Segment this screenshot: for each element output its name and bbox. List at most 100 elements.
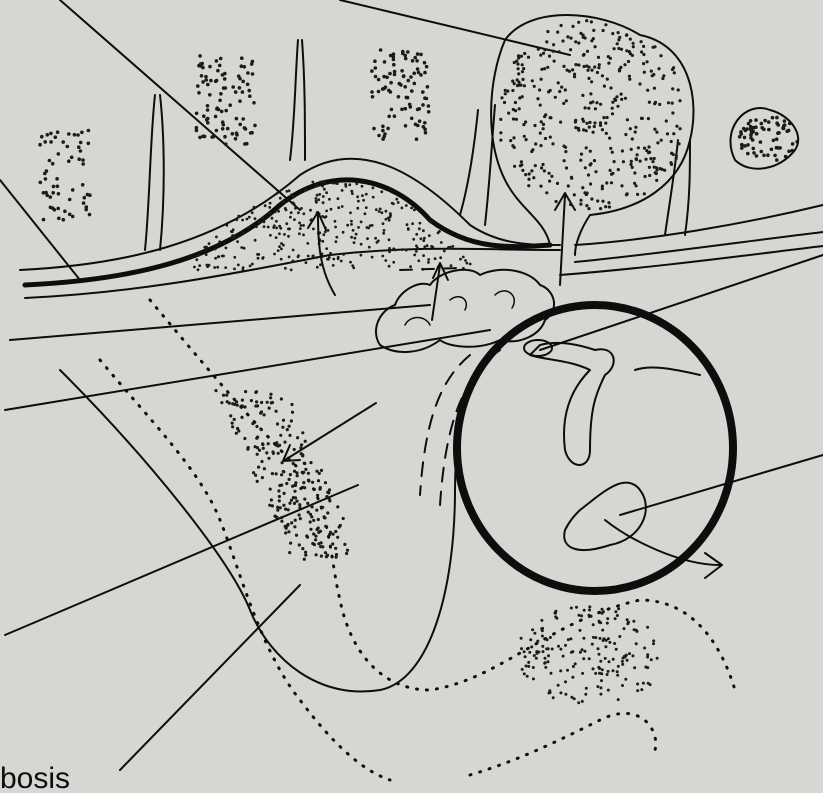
- stipple-dot: [755, 132, 759, 136]
- stipple-dot: [443, 250, 446, 253]
- stipple-dot: [529, 638, 532, 641]
- stipple-dot: [208, 242, 211, 245]
- stipple-dot: [578, 614, 581, 617]
- stipple-dot: [656, 141, 659, 144]
- stipple-dot: [541, 635, 544, 638]
- stipple-dot: [413, 82, 417, 86]
- stipple-dot: [646, 656, 649, 659]
- stipple-dot: [624, 133, 627, 136]
- stipple-dot: [79, 141, 83, 145]
- stipple-dot: [660, 139, 663, 142]
- stipple-dot: [348, 183, 351, 186]
- stipple-dot: [251, 422, 254, 425]
- stipple-dot: [416, 67, 420, 71]
- stipple-dot: [560, 86, 563, 89]
- stipple-dot: [294, 207, 297, 210]
- stipple-dot: [262, 256, 265, 259]
- stipple-dot: [633, 628, 636, 631]
- stipple-dot: [392, 63, 396, 67]
- stipple-dot: [557, 645, 560, 648]
- stipple-dot: [275, 444, 278, 447]
- stipple-dot: [280, 473, 283, 476]
- stipple-dot: [621, 660, 624, 663]
- stipple-dot: [235, 117, 239, 121]
- stipple-dot: [530, 645, 533, 648]
- stipple-dot: [81, 183, 85, 187]
- stipple-dot: [524, 655, 527, 658]
- stipple-dot: [647, 117, 650, 120]
- stipple-dot: [586, 192, 589, 195]
- stipple-dot: [520, 163, 523, 166]
- stipple-dot: [335, 240, 338, 243]
- stipple-dot: [629, 38, 632, 41]
- stipple-dot: [601, 187, 604, 190]
- stipple-dot: [222, 86, 226, 90]
- stipple-dot: [772, 139, 776, 143]
- stipple-dot: [82, 201, 86, 205]
- stipple-dot: [613, 642, 616, 645]
- stipple-dot: [562, 655, 565, 658]
- stipple-dot: [338, 525, 341, 528]
- stipple-dot: [288, 256, 291, 259]
- stipple-dot: [411, 222, 414, 225]
- stipple-dot: [200, 74, 204, 78]
- stipple-dot: [383, 132, 387, 136]
- stipple-dot: [403, 54, 407, 58]
- stipple-dot: [282, 504, 285, 507]
- stipple-dot: [282, 200, 285, 203]
- stipple-dot: [412, 72, 416, 76]
- stipple-dot: [280, 248, 283, 251]
- stipple-dot: [240, 56, 244, 60]
- stipple-dot: [652, 73, 655, 76]
- stipple-dot: [320, 469, 323, 472]
- stipple-dot: [315, 185, 318, 188]
- stipple-dot: [423, 245, 426, 248]
- arrow-small-up-head: [433, 263, 448, 280]
- stipple-dot: [243, 65, 247, 69]
- stipple-dot: [528, 172, 531, 175]
- stipple-dot: [585, 204, 588, 207]
- stipple-dot: [257, 466, 260, 469]
- stipple-dot: [293, 502, 296, 505]
- stipple-dot: [401, 207, 404, 210]
- stipple-dot: [415, 233, 418, 236]
- stipple-dot: [393, 73, 397, 77]
- stipple-dot: [609, 57, 612, 60]
- stipple-dot: [581, 648, 584, 651]
- stipple-dot: [527, 665, 530, 668]
- stipple-dot: [434, 257, 437, 260]
- stipple-dot: [407, 79, 411, 83]
- stipple-dot: [540, 166, 543, 169]
- stipple-dot: [586, 50, 589, 53]
- stipple-dot: [334, 530, 337, 533]
- stipple-dot: [653, 45, 656, 48]
- stipple-dot: [581, 94, 584, 97]
- stipple-dot: [379, 208, 382, 211]
- stipple-dot: [671, 87, 674, 90]
- stipple-dot: [574, 126, 577, 129]
- stipple-dot: [771, 116, 775, 120]
- stipple-dot: [511, 89, 514, 92]
- stipple-dot: [212, 135, 216, 139]
- stipple-dot: [222, 394, 225, 397]
- stipple-dot: [599, 103, 602, 106]
- stipple-dot: [389, 212, 392, 215]
- stipple-dot: [293, 448, 296, 451]
- stipple-dot: [268, 407, 271, 410]
- stipple-dot: [322, 233, 325, 236]
- stipple-dot: [608, 137, 611, 140]
- stipple-dot: [521, 668, 524, 671]
- stipple-dot: [290, 269, 293, 272]
- stipple-dot: [521, 70, 524, 73]
- stipple-dot: [523, 672, 526, 675]
- stipple-dot: [240, 246, 243, 249]
- stipple-dot: [588, 126, 591, 129]
- stipple-dot: [611, 107, 614, 110]
- stipple-dot: [607, 201, 610, 204]
- stipple-dot: [61, 140, 65, 144]
- stipple-dot: [321, 506, 324, 509]
- stipple-dot: [39, 181, 43, 185]
- stipple-dot: [271, 472, 274, 475]
- stipple-dot: [195, 258, 198, 261]
- stipple-dot: [547, 660, 550, 663]
